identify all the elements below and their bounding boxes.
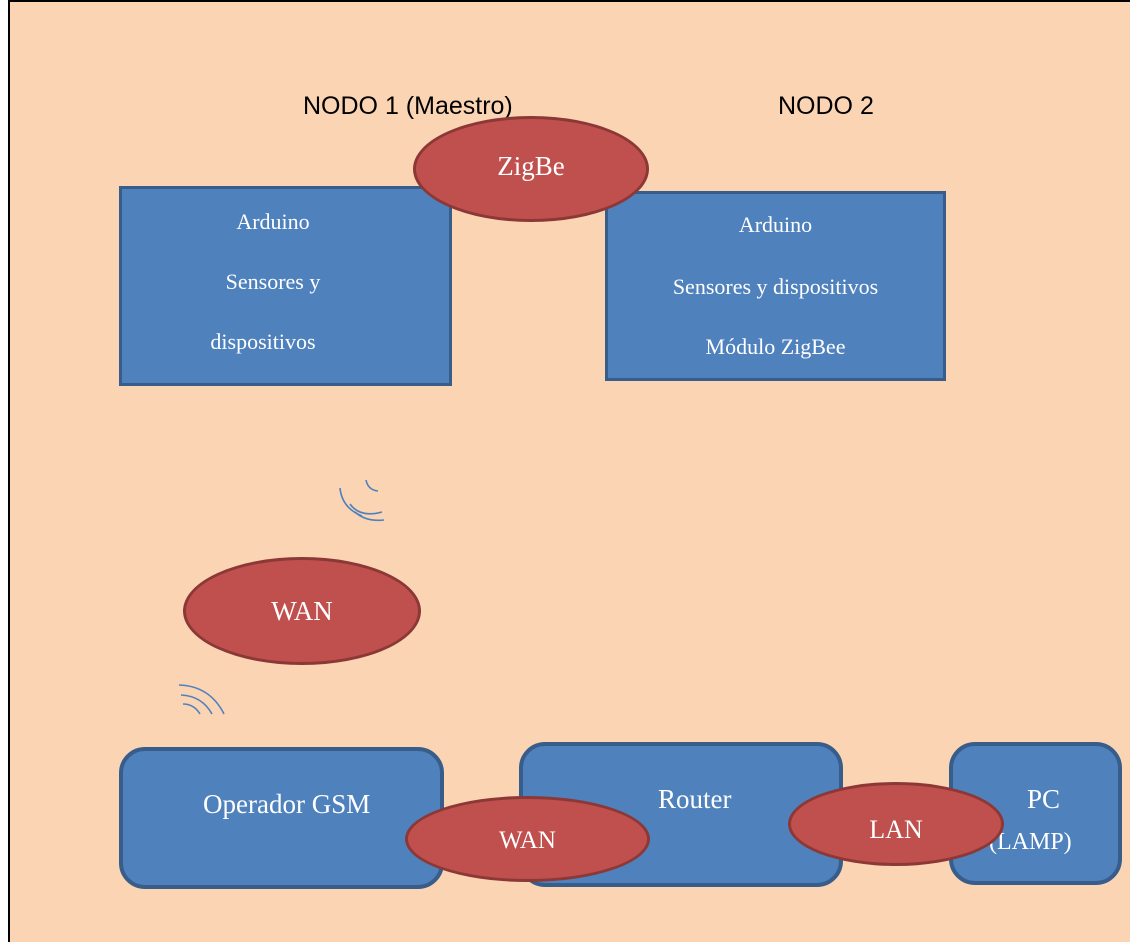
node1-devices-text: dispositivos — [210, 329, 316, 354]
gsm-operator-label: Operador GSM — [203, 789, 371, 819]
pc-lamp-label: (LAMP) — [989, 829, 1072, 855]
node1-sensors-text: Sensores y — [225, 269, 321, 294]
wan-wireless-label: WAN — [271, 596, 333, 626]
zigbee-link-label: ZigBe — [497, 151, 565, 181]
wan-wireless-ellipse: WAN — [183, 557, 421, 665]
node2-sensors-text: Sensores y dispositivos — [672, 274, 879, 299]
zigbee-link-ellipse: ZigBe — [413, 116, 649, 222]
node2-heading: NODO 2 — [778, 92, 874, 120]
node1-box: Arduino Sensores y dispositivos — [119, 186, 452, 386]
pc-label: PC — [1027, 784, 1061, 814]
lan-ellipse: LAN — [788, 782, 1004, 866]
wan-wired-label: WAN — [499, 827, 556, 854]
lan-label: LAN — [869, 815, 923, 844]
gsm-operator-box: Operador GSM — [119, 747, 444, 889]
node2-arduino-text: Arduino — [738, 212, 813, 237]
signal-waves-icon — [178, 684, 225, 715]
node1-heading: NODO 1 (Maestro) — [303, 92, 513, 120]
node2-zigbee-module-text: Módulo ZigBee — [705, 334, 846, 359]
node1-arduino-text: Arduino — [236, 209, 310, 234]
router-label: Router — [658, 784, 732, 814]
signal-waves-icon — [339, 479, 385, 522]
node2-box: Arduino Sensores y dispositivos Módulo Z… — [605, 191, 946, 381]
wan-wired-ellipse: WAN — [405, 796, 650, 882]
